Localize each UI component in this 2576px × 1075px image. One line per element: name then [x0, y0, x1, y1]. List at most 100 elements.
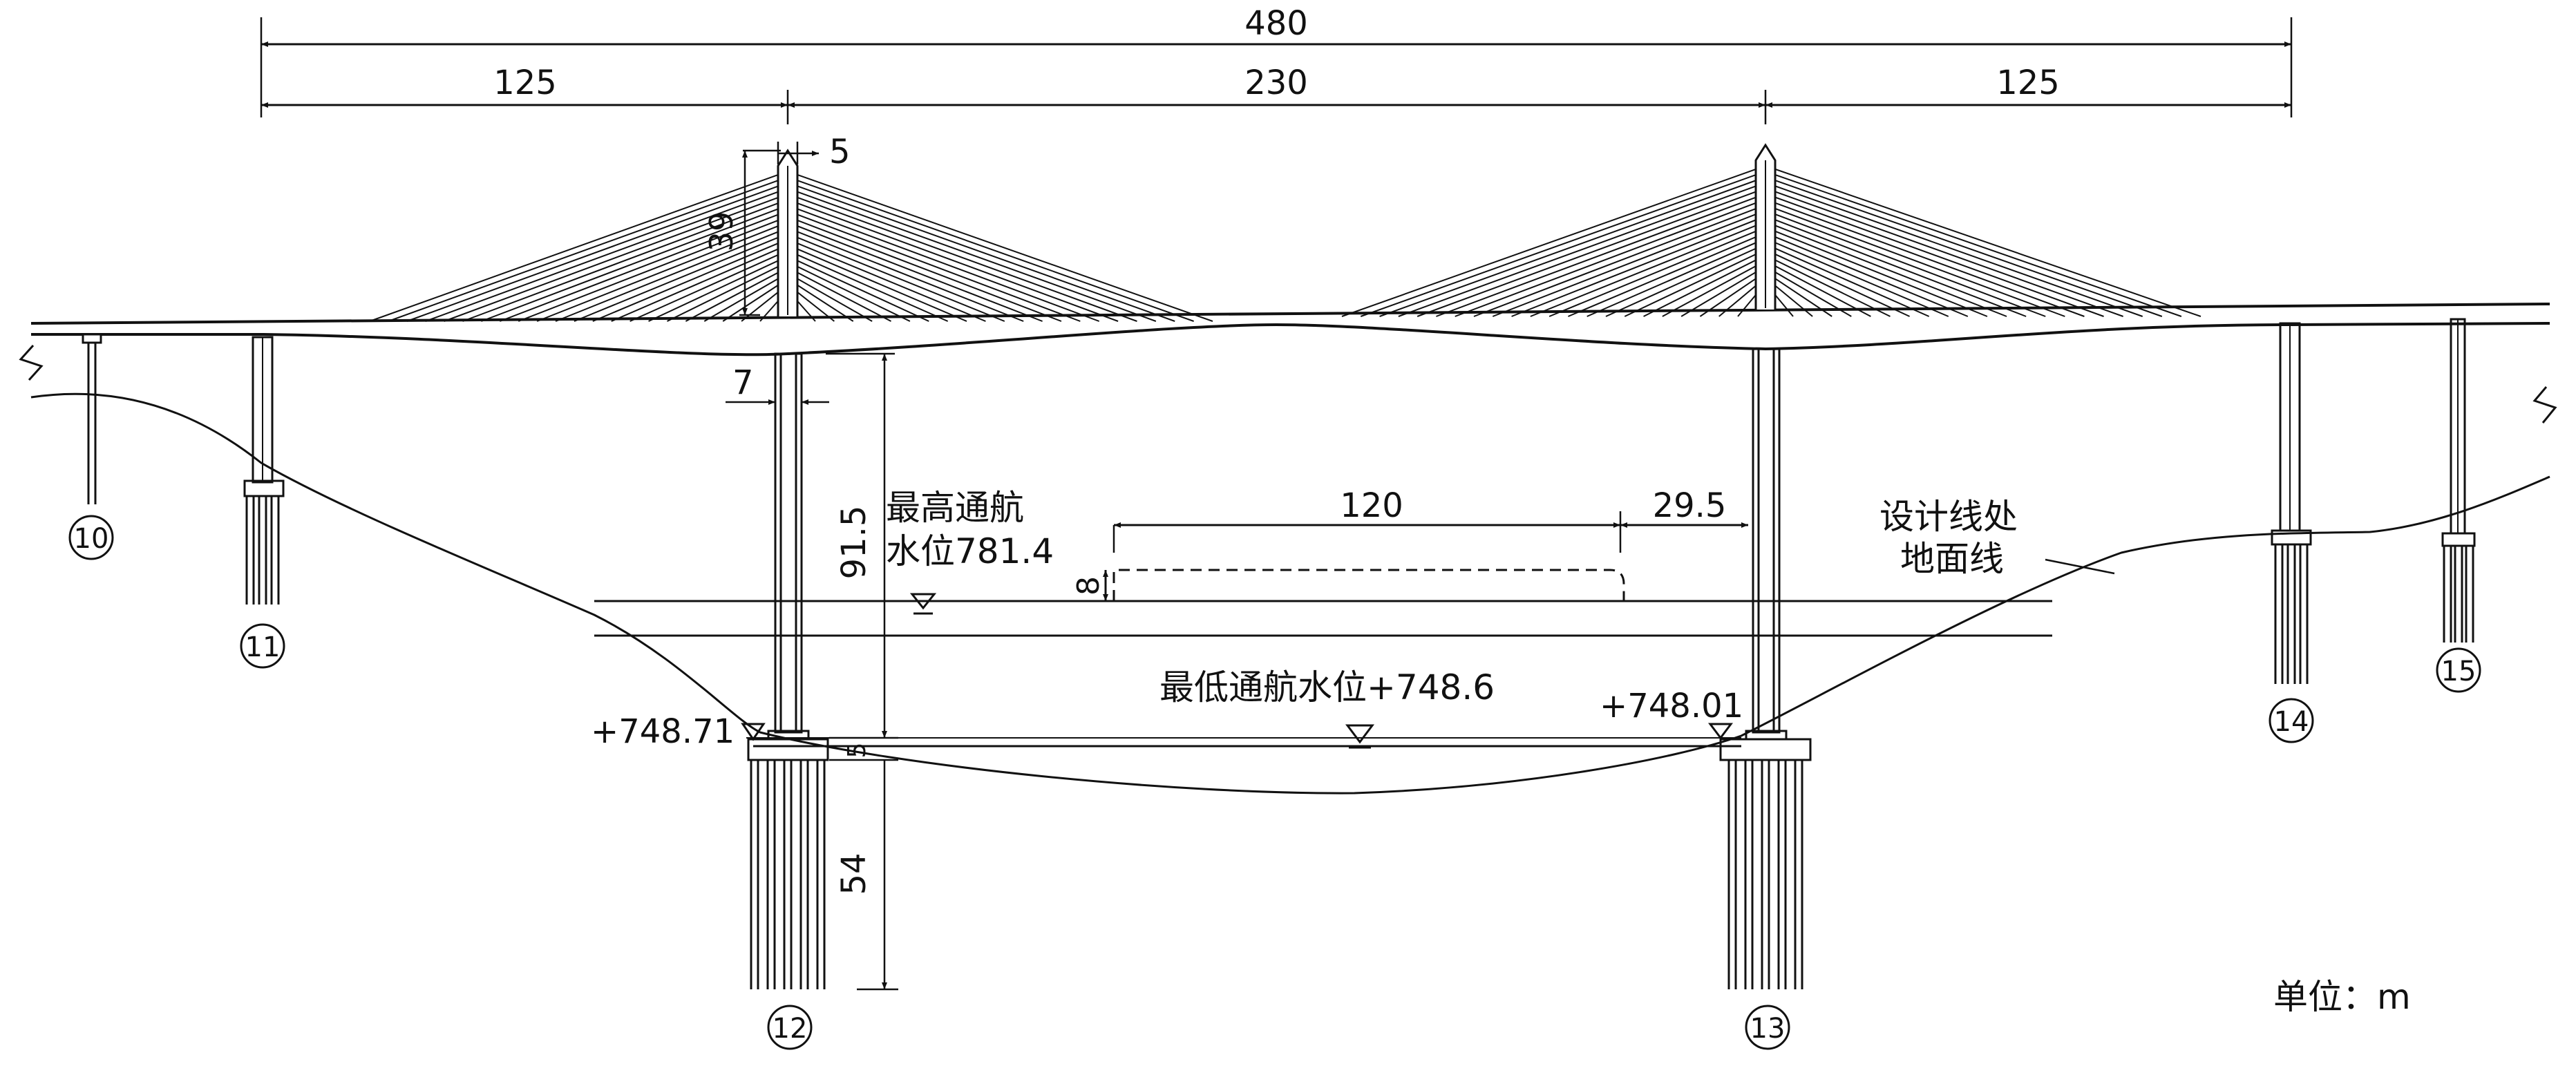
- stay-cable: [1765, 243, 1930, 317]
- stay-cable: [444, 193, 788, 322]
- stay-cable: [685, 267, 788, 322]
- stay-cable: [1417, 187, 1766, 317]
- stay-cable: [787, 182, 1175, 322]
- navigation-clearance-box: [1112, 569, 1625, 601]
- pier-15: [2441, 318, 2476, 547]
- stay-cable: [1765, 249, 1910, 317]
- stay-cable: [787, 255, 929, 322]
- pier-number-markers: 10 11 12 13 14 15: [68, 515, 2481, 1050]
- stay-cable: [499, 210, 788, 322]
- stay-cable: [1765, 171, 2182, 317]
- stay-cable: [787, 261, 911, 322]
- dim-clearance-width-120: 120: [1340, 486, 1403, 525]
- stay-cable: [1765, 204, 2065, 317]
- highest-water-label-line2: 水位781.4: [886, 531, 1054, 571]
- stay-cable: [1765, 221, 2007, 317]
- pier-13-column: [1719, 348, 1812, 761]
- stay-cable: [1379, 176, 1766, 317]
- pier-number-14: 14: [2269, 698, 2314, 743]
- stay-cable: [1360, 171, 1766, 317]
- stay-cable: [1549, 227, 1766, 317]
- water-level-lines: [594, 600, 2052, 748]
- stay-cable: [787, 193, 1137, 322]
- pier-number-label: 14: [2274, 706, 2309, 738]
- pier-number-label: 10: [74, 523, 109, 555]
- stay-cable: [787, 221, 1043, 322]
- stay-cable: [787, 210, 1081, 322]
- dim-footing-5: 5: [843, 743, 871, 759]
- stay-cable: [787, 272, 873, 322]
- dim-right-span-125: 125: [1996, 64, 2060, 102]
- ground-note-leader: [2045, 558, 2115, 575]
- stay-cable: [787, 199, 1119, 322]
- stay-cable: [1624, 249, 1766, 317]
- stay-cable: [1643, 254, 1766, 317]
- pier-11: [243, 336, 285, 497]
- dim-left-span-125: 125: [493, 64, 557, 102]
- stay-cable: [787, 238, 986, 322]
- stay-cables: [369, 165, 2201, 322]
- dim-clearance-height-8: 8: [1071, 576, 1106, 596]
- stay-cable: [388, 176, 788, 322]
- stay-cable: [369, 171, 788, 322]
- pier-number-15: 15: [2436, 647, 2481, 693]
- stay-cable: [592, 238, 788, 322]
- stay-cable: [787, 204, 1100, 322]
- stay-cable: [787, 249, 949, 322]
- dim-tower-height-39: 39: [703, 211, 740, 252]
- stay-cable: [1765, 198, 2085, 317]
- pier-number-label: 12: [773, 1013, 808, 1045]
- stay-cable: [787, 267, 891, 322]
- stay-cable: [1680, 265, 1766, 317]
- low-water-symbol: [1345, 724, 1374, 749]
- stay-cable: [611, 244, 788, 322]
- highest-water-label-line1: 最高通航: [886, 488, 1024, 528]
- elevation-pier-12: +748.71: [591, 712, 735, 751]
- stay-cable: [1473, 204, 1766, 317]
- unit-label: 单位：m: [2273, 977, 2411, 1017]
- pier-14: [2271, 322, 2312, 546]
- stay-cable: [1511, 215, 1766, 317]
- tower-dimensions: [739, 142, 819, 316]
- ground-note-line1: 设计线处: [1879, 497, 2018, 537]
- stay-cable: [406, 182, 788, 322]
- pier-10: [82, 333, 102, 504]
- stay-cable: [1765, 260, 1871, 317]
- elevation-marker-pier-12: [741, 723, 766, 741]
- stay-cable: [1605, 243, 1766, 317]
- stay-cable: [1765, 193, 2104, 317]
- stay-cable: [1765, 165, 2201, 317]
- pier-number-label: 13: [1750, 1013, 1786, 1045]
- stay-cable: [555, 227, 788, 322]
- stay-cable: [1398, 182, 1766, 317]
- stay-cable: [1765, 182, 2143, 317]
- stay-cable: [787, 278, 854, 322]
- elevation-marker-pier-13: [1708, 723, 1733, 740]
- dim-pier-height-91-5: 91.5: [835, 506, 873, 580]
- stay-cable: [1765, 209, 2046, 317]
- stay-cable: [667, 261, 788, 322]
- pile-groups: [245, 496, 2474, 989]
- stay-cable: [787, 187, 1157, 322]
- pier-number-label: 11: [245, 631, 281, 663]
- pier-height-dimension-chain: [826, 352, 898, 991]
- stay-cable: [1765, 215, 2027, 317]
- dim-tower-top-5: 5: [829, 133, 851, 171]
- stay-cable: [462, 199, 788, 322]
- ground-line: [30, 392, 2550, 795]
- stay-cable: [787, 176, 1194, 322]
- stay-cable: [1436, 193, 1766, 317]
- tower-12-upper: [777, 149, 799, 316]
- stay-cable: [1530, 221, 1766, 317]
- stay-cable: [1492, 209, 1766, 317]
- pier-number-12: 12: [767, 1005, 813, 1050]
- stay-cable: [1765, 187, 2123, 317]
- clearance-dimensions: [1103, 511, 1748, 601]
- lowest-water-label: 最低通航水位+748.6: [1159, 667, 1495, 707]
- dim-pile-length-54: 54: [835, 853, 873, 895]
- stay-cable: [1765, 232, 1969, 317]
- dim-clearance-offset-29-5: 29.5: [1653, 486, 1727, 525]
- break-mark-left: [19, 344, 44, 381]
- pier-12-column: [747, 352, 829, 761]
- stay-cable: [1341, 165, 1766, 317]
